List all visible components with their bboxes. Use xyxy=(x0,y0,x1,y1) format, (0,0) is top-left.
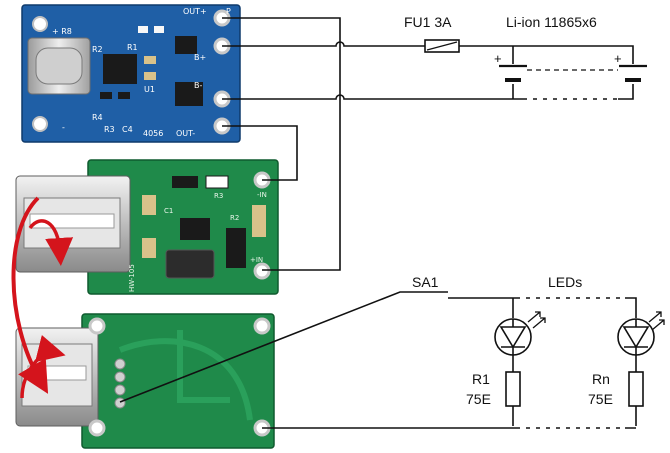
silk-r2: R2 xyxy=(92,45,103,54)
red-connection-arrow xyxy=(11,196,74,399)
leds-label: LEDs xyxy=(548,274,582,290)
silk-r8: + R8 xyxy=(52,27,72,36)
usb-breakout-board xyxy=(15,313,275,449)
led-1-symbol xyxy=(494,311,546,356)
silk-in-minus: -IN xyxy=(257,191,267,199)
capacitor xyxy=(252,205,266,237)
wire-b-minus xyxy=(222,84,634,100)
smd-part xyxy=(144,56,156,64)
wire-b-plus-to-fuse xyxy=(222,41,425,47)
silk-r3: R3 xyxy=(104,125,115,134)
wire-switch-to-leds xyxy=(448,297,637,318)
pcb-trace xyxy=(118,338,253,421)
silk-p: P xyxy=(226,7,231,16)
arrow-curve-outer xyxy=(11,196,49,394)
arrow-curve-bottom xyxy=(20,335,66,399)
battery1-plus: + xyxy=(494,51,502,66)
diode xyxy=(226,228,246,268)
wire-fuse-to-battery xyxy=(459,45,634,64)
silk-r2: R2 xyxy=(230,214,239,222)
pad-in-plus xyxy=(253,262,271,280)
usb-pin xyxy=(114,397,126,409)
usb-pin xyxy=(114,358,126,370)
silk-model: 4056 xyxy=(143,129,163,138)
silk-r3: R3 xyxy=(214,192,223,200)
led-blue xyxy=(154,26,164,33)
smd-part xyxy=(144,72,156,80)
led-red xyxy=(138,26,148,33)
silk-minus: - xyxy=(62,123,65,132)
pad-corner xyxy=(253,317,271,335)
silk-c1: C1 xyxy=(164,207,173,215)
usb-pin xyxy=(114,371,126,383)
boost-board: -IN +IN HW-105 R2 R3 C1 xyxy=(15,159,279,295)
capacitor xyxy=(142,238,156,258)
mount-hole xyxy=(32,16,48,32)
silk-out-minus: OUT- xyxy=(176,129,195,138)
smd-resistor xyxy=(172,176,198,188)
wire-out-minus-to-in-minus xyxy=(222,125,298,181)
silk-out-plus: OUT+ xyxy=(183,7,207,16)
mosfet xyxy=(175,36,197,54)
r1-name: R1 xyxy=(472,371,490,387)
rn-name: Rn xyxy=(592,371,610,387)
resistor-r1 xyxy=(505,371,521,407)
battery-label: Li-ion 11865x6 xyxy=(506,14,597,30)
led-n-symbol xyxy=(617,311,665,356)
battery-n-plus: + xyxy=(614,51,622,66)
rn-value: 75E xyxy=(588,391,613,407)
silk-r1: R1 xyxy=(127,43,138,52)
smd-resistor xyxy=(205,175,229,189)
charger-board: OUT+ B+ B- OUT- 4056 + R8 R2 R1 U1 R4 R3… xyxy=(21,4,241,143)
smd-resistor xyxy=(118,92,130,99)
silk-b-minus: B- xyxy=(194,81,202,90)
silk-u1: U1 xyxy=(144,85,155,94)
pcb-trace xyxy=(177,330,230,403)
protection-ic xyxy=(175,82,203,106)
arrow-curve-top xyxy=(28,219,74,266)
silk-model: HW-105 xyxy=(128,264,136,292)
smd-resistor xyxy=(100,92,112,99)
silk-c4: C4 xyxy=(122,125,133,134)
charger-ic xyxy=(103,54,137,84)
pad-corner xyxy=(88,317,106,335)
usb-c-opening xyxy=(35,47,83,85)
battery-cell-n xyxy=(619,64,647,82)
silk-b-plus: B+ xyxy=(194,53,206,62)
silk-in-plus: +IN xyxy=(250,256,263,264)
pad-corner xyxy=(88,419,106,437)
battery-cell-1 xyxy=(499,64,527,82)
wires xyxy=(119,17,637,429)
resistor-rn xyxy=(628,371,644,407)
capacitor xyxy=(142,195,156,215)
silk-r4: R4 xyxy=(92,113,103,122)
wire-out-plus-to-in-plus xyxy=(222,17,341,271)
fuse-label: FU1 3A xyxy=(404,14,452,30)
inductor xyxy=(165,249,215,279)
usb-pin xyxy=(114,384,126,396)
r1-value: 75E xyxy=(466,391,491,407)
boost-ic xyxy=(180,218,210,240)
switch-label: SA1 xyxy=(412,274,439,290)
wire-to-switch xyxy=(119,291,448,403)
fuse-element xyxy=(426,41,458,51)
mount-hole xyxy=(32,116,48,132)
